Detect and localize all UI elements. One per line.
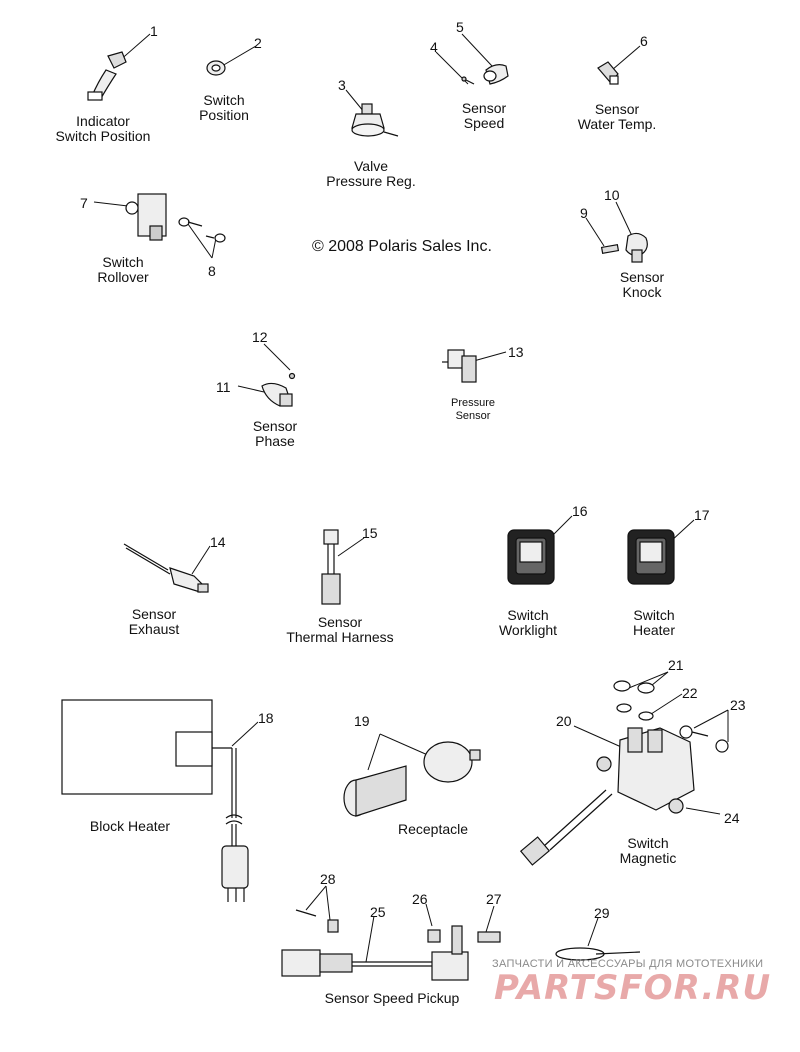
- sensor-speed-pickup-part: [281, 909, 501, 981]
- callout-1: 1: [150, 23, 158, 39]
- switch-rollover-part: [125, 193, 167, 241]
- sensor-phase-part: [261, 372, 296, 407]
- watermark-tagline: ЗАПЧАСТИ И АКСЕССУАРЫ ДЛЯ МОТОТЕХНИКИ: [492, 958, 764, 970]
- callout-27: 27: [486, 891, 502, 907]
- switch-magnetic-part: [519, 680, 729, 866]
- callout-2: 2: [254, 35, 262, 51]
- callout-7: 7: [80, 195, 88, 211]
- callout-13: 13: [508, 344, 524, 360]
- sensor-speed-part: [461, 64, 509, 85]
- watermark-logo: PARTSFOR.RU: [494, 968, 772, 1008]
- switch-position-part: [206, 60, 226, 76]
- sensor-water-temp-part: [597, 61, 619, 85]
- block-heater-part: [61, 699, 249, 902]
- callout-28: 28: [320, 871, 336, 887]
- pressure-sensor-part: [442, 349, 477, 383]
- callout-23: 23: [730, 697, 746, 713]
- switch-worklight-part: [507, 529, 555, 585]
- label-sensor-speed-pickup: Sensor Speed Pickup: [324, 990, 460, 1006]
- sensor-exhaust-part: [123, 543, 209, 593]
- callout-16: 16: [572, 503, 588, 519]
- switch-heater-part: [627, 529, 675, 585]
- callout-20: 20: [556, 713, 572, 729]
- callout-10: 10: [604, 187, 620, 203]
- callout-25: 25: [370, 904, 386, 920]
- thermal-harness-part: [321, 529, 341, 605]
- callout-14: 14: [210, 534, 226, 550]
- indicator-switch-part: [87, 51, 127, 101]
- callout-15: 15: [362, 525, 378, 541]
- callout-24: 24: [724, 810, 740, 826]
- label-block-heater: Block Heater: [89, 818, 171, 834]
- valve-pressure-reg-part: [351, 103, 399, 137]
- label-receptacle: Receptacle: [397, 821, 469, 837]
- callout-19: 19: [354, 713, 370, 729]
- callout-17: 17: [694, 507, 710, 523]
- receptacle-part: [343, 741, 481, 817]
- callout-18: 18: [258, 710, 274, 726]
- callout-5: 5: [456, 19, 464, 35]
- cable-tie-part: [555, 947, 641, 961]
- callout-6: 6: [640, 33, 648, 49]
- callout-26: 26: [412, 891, 428, 907]
- callout-11: 11: [216, 379, 231, 395]
- callout-3: 3: [338, 77, 346, 93]
- callout-9: 9: [580, 205, 588, 221]
- rollover-screws: [178, 217, 226, 243]
- callout-4: 4: [430, 39, 438, 55]
- callout-29: 29: [594, 905, 610, 921]
- callout-8: 8: [208, 263, 216, 279]
- callout-21: 21: [668, 657, 684, 673]
- callout-12: 12: [252, 329, 268, 345]
- copyright-notice: © 2008 Polaris Sales Inc.: [312, 238, 492, 255]
- sensor-knock-part: [600, 232, 648, 263]
- callout-22: 22: [682, 685, 698, 701]
